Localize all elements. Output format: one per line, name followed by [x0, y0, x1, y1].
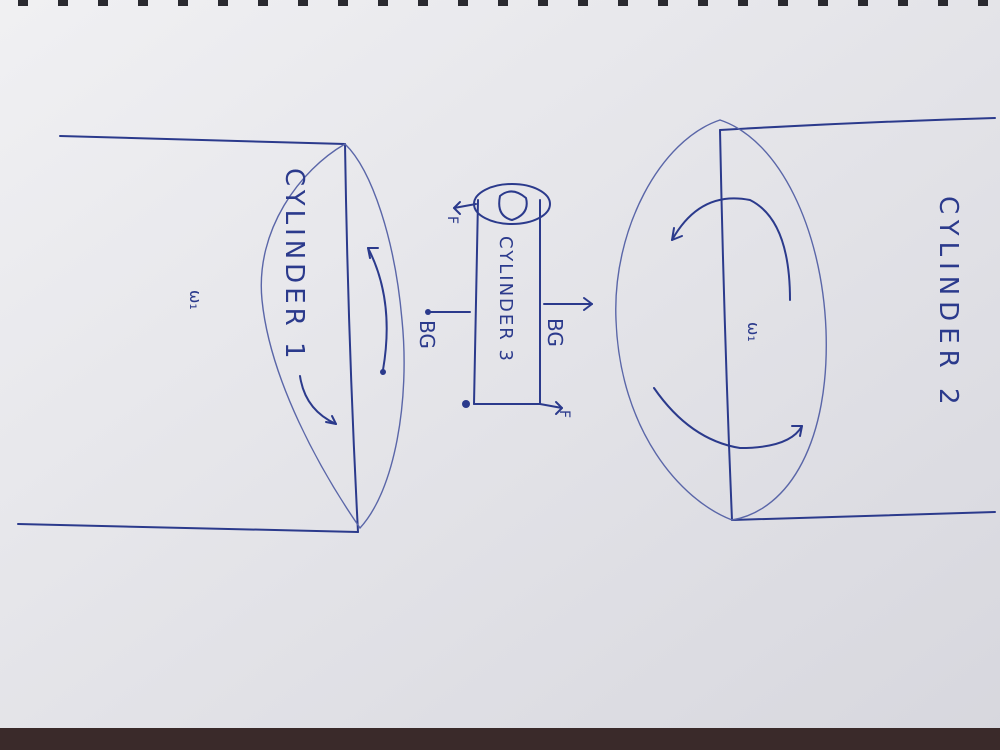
cylinder-2-top-edge	[719, 117, 996, 131]
cylinder-2-lower-rotation-arc	[653, 387, 803, 449]
cylinder-1-bottom-edge	[17, 523, 359, 533]
cylinder-2-label: CYLINDER 2	[933, 196, 963, 411]
cylinder-2-upper-rotation-arc	[671, 197, 791, 301]
cylinder-1-top-edge	[59, 135, 346, 145]
spiral-binding	[18, 0, 988, 6]
cylinder-1-end-ellipse	[260, 143, 405, 530]
cylinder-3: CYLINDER 3 F F BG BG	[415, 183, 593, 418]
omega-1-left-label: ω₁	[186, 290, 205, 310]
cylinder-1-rotation-arc	[367, 247, 388, 371]
cylinder-1-face-line	[344, 143, 359, 533]
force-arrow-bottom	[539, 403, 563, 409]
force-arrow-top	[453, 203, 477, 209]
cylinder-1-lower-arrow	[299, 375, 337, 425]
force-label-bottom: F	[556, 410, 572, 418]
cylinder-1: CYLINDER 1 ω₁	[17, 135, 405, 533]
force-label-top: F	[444, 216, 460, 224]
cylinder-1-label: CYLINDER 1	[279, 168, 309, 363]
cylinder-3-label: CYLINDER 3	[495, 236, 516, 363]
cylinder-2: ω₁ CYLINDER 2	[615, 117, 996, 521]
cylinder-2-lower-arrowhead	[791, 425, 803, 437]
bg-right-label: BG	[543, 318, 567, 347]
cylinder-1-arrowhead-top	[367, 247, 379, 259]
cylinder-2-upper-arrowhead	[671, 227, 683, 241]
omega-1-right-label: ω₁	[744, 322, 763, 342]
cylinder-3-rotation-icon	[498, 190, 528, 221]
cylinder-3-left-edge	[473, 199, 479, 405]
cylinder-2-face-line	[719, 129, 733, 521]
bg-left-label: BG	[415, 320, 439, 349]
cylinder-2-bottom-edge	[731, 511, 996, 521]
cylinder-2-end-ellipse	[615, 119, 827, 521]
